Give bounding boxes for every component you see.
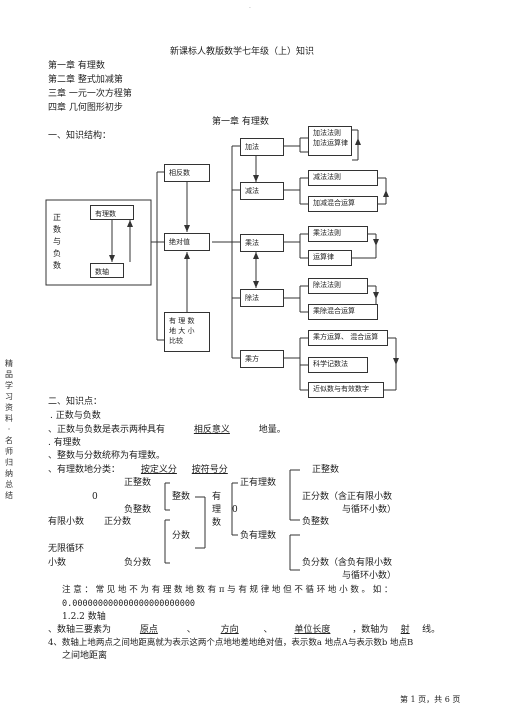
box-power-operation: 乘方运算、 混合运算 — [308, 330, 388, 346]
box-addition: 加法 — [240, 138, 284, 156]
note-line-2: 0.000000000000000000000000 — [62, 599, 196, 609]
box-division-rule: 除法法则 — [308, 278, 368, 294]
box-division: 除法 — [240, 289, 284, 307]
chapter-1: 第一章 有理数 — [48, 61, 105, 71]
def-negative-integer: 负整数 — [124, 505, 152, 515]
axis-i: 线。 — [422, 625, 441, 635]
kp-line-2-c: 地量。 — [258, 425, 286, 435]
box-compare-size: 有 理 数 地 大 小 比较 — [164, 312, 210, 352]
axis-a: 、数轴三要素为 — [48, 625, 112, 635]
section-2-heading: 二、知识点： — [48, 397, 103, 407]
kp-line-4: 、整数与分数统称为有理数。 — [48, 451, 166, 461]
sign-negative-fraction: 负分数（含负有限小数 — [302, 558, 393, 568]
def-you: 有 — [212, 492, 222, 502]
sign-negative-fraction-2: 与循环小数） — [342, 571, 397, 581]
sign-positive-rational: 正有理数 — [240, 478, 277, 488]
page-footer: 第 1 页，共 6 页 — [400, 695, 461, 704]
page-title: 新课标人教版数学七年级（上）知识 — [170, 47, 315, 57]
sign-positive-fraction: 正分数（含正有限小数 — [302, 492, 393, 502]
def-decimal: 小数 — [48, 558, 67, 568]
note-line-1: 注 意 ： 常 见 地 不 为 有 理 数 地 数 有 π 与 有 规 律 地 … — [62, 585, 393, 595]
chapter-heading: 第一章 有理数 — [212, 117, 269, 127]
sign-negative-integer: 负整数 — [302, 517, 330, 527]
box-subtraction: 减法 — [240, 182, 284, 200]
box-rational-number: 有理数 — [90, 205, 134, 220]
item-4-line-1: 4、数轴上地两点之间地距离就为表示这两个点地地差地绝对值，表示数a 地点A与表示… — [48, 638, 414, 648]
def-li: 理 — [212, 505, 222, 515]
side-watermark-text: 精品学习资料·名师归纳总结 — [5, 359, 13, 500]
def-positive-fraction: 正分数 — [104, 517, 132, 527]
box-scientific-notation: 科学记数法 — [308, 357, 368, 373]
sign-positive-integer: 正整数 — [312, 465, 340, 475]
kp-line-2: 、正数与负数是表示两种具有 相反意义 地量。 — [48, 426, 286, 435]
chapter-2: 第二章 整式加减第 — [48, 75, 123, 85]
axis-g: ，数轴为 — [352, 625, 389, 635]
chapter-3: 三章 一元一次方程第 — [48, 89, 132, 99]
sign-zero: 0 — [232, 505, 238, 515]
axis-ray: 射 — [400, 625, 410, 635]
box-approximate-number: 近似数与有效数字 — [308, 382, 384, 398]
def-integer: 整数 — [172, 492, 191, 502]
axis-elements-line: 、数轴三要素为 原点 、 方向 、 单位长度 ，数轴为 射 线。 — [48, 626, 440, 635]
def-fraction: 分数 — [172, 531, 191, 541]
def-infinite-repeating: 无限循环 — [48, 544, 85, 554]
box-multiplication-rule: 乘法法则 — [308, 226, 368, 242]
kp-line-1: . 正数与负数 — [50, 411, 101, 421]
kp-line-3: . 有理数 — [48, 438, 81, 448]
kp-line-2-blank: 相反意义 — [193, 425, 230, 435]
axis-origin: 原点 — [139, 625, 158, 635]
box-add-sub-mixed: 加减混合运算 — [308, 196, 378, 212]
box-number-axis: 数轴 — [90, 263, 124, 278]
box-addition-rules: 加法法则 加法运算律 — [308, 126, 352, 156]
box-power: 乘方 — [240, 350, 284, 368]
axis-unit-length: 单位长度 — [294, 625, 331, 635]
def-shu: 数 — [212, 518, 222, 528]
def-positive-integer: 正整数 — [124, 478, 152, 488]
box-positive-negative: 正数与负数 — [53, 213, 61, 270]
chapter-4: 四章 几何图形初步 — [48, 103, 123, 113]
axis-c: 、 — [186, 625, 196, 635]
item-4-line-2: 之间地距离 — [62, 651, 108, 661]
kp-by-definition: 按定义分 — [140, 465, 177, 475]
def-negative-fraction: 负分数 — [124, 558, 152, 568]
def-zero: 0 — [92, 492, 98, 502]
axis-direction: 方向 — [220, 625, 239, 635]
box-opposite-number: 相反数 — [164, 164, 210, 182]
kp-line-5-a: 、有理数地分类： — [48, 465, 121, 475]
axis-e: 、 — [263, 625, 273, 635]
def-finite-decimal: 有限小数 — [48, 517, 85, 527]
box-multiplication: 乘法 — [240, 234, 284, 252]
sign-negative-rational: 负有理数 — [240, 531, 277, 541]
kp-by-sign: 按符号分 — [191, 465, 228, 475]
sign-positive-fraction-2: 与循环小数） — [342, 505, 397, 515]
box-subtraction-rule: 减法法则 — [308, 170, 378, 186]
kp-line-2-a: 、正数与负数是表示两种具有 — [48, 425, 166, 435]
section-1-heading: 一、知识结构： — [48, 131, 112, 141]
box-operation-laws: 运算律 — [308, 250, 352, 266]
header-mark: · — [249, 5, 251, 12]
box-mul-div-mixed: 乘除混合运算 — [308, 304, 378, 320]
kp-line-5: 、有理数地分类： 按定义分 按符号分 — [48, 466, 228, 475]
box-absolute-value: 绝对值 — [164, 233, 210, 251]
subsection-number-axis: 1.2.2 数轴 — [62, 612, 106, 622]
